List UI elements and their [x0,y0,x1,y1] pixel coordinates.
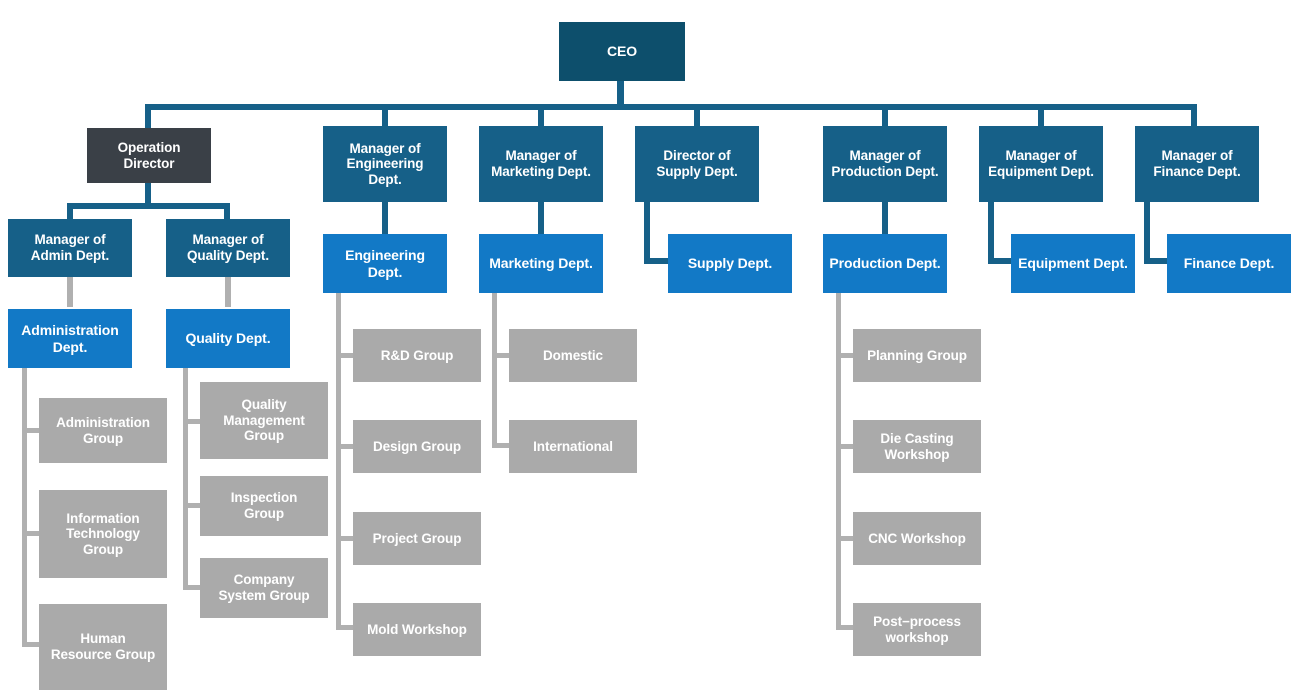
node-group-design[interactable]: Design Group [353,420,481,473]
connector-production-stub-4 [836,625,855,630]
node-dept-engineering[interactable]: Engineering Dept. [323,234,447,293]
node-group-planning[interactable]: Planning Group [853,329,981,382]
node-dept-administration[interactable]: Administration Dept. [8,309,132,368]
connector-quality-stub-3 [183,585,202,590]
node-manager-quality[interactable]: Manager of Quality Dept. [166,219,290,277]
node-dept-supply[interactable]: Supply Dept. [668,234,792,293]
node-manager-equipment[interactable]: Manager of Equipment Dept. [979,126,1103,202]
node-group-mold-workshop[interactable]: Mold Workshop [353,603,481,656]
connector-engineering-stub-2 [336,444,355,449]
connector-finance-elbow-vertical [1144,202,1150,264]
connector-administration-stub-2 [22,531,41,536]
connector-quality-stub-1 [183,419,202,424]
connector-finance-elbow-horizontal [1144,258,1172,264]
connector-ceo-stem [617,80,624,106]
connector-bus-drop-production [882,104,888,126]
node-dept-marketing[interactable]: Marketing Dept. [479,234,603,293]
connector-engineering-to-dept [382,202,388,234]
connector-equipment-elbow-vertical [988,202,994,264]
connector-quality-stub-2 [183,503,202,508]
connector-supply-elbow-vertical [644,202,650,264]
connector-administration-stub-1 [22,428,41,433]
node-dept-equipment[interactable]: Equipment Dept. [1011,234,1135,293]
node-ceo[interactable]: CEO [559,22,685,81]
node-director-supply[interactable]: Director of Supply Dept. [635,126,759,202]
connector-operation-bus [67,203,230,209]
node-manager-admin[interactable]: Manager of Admin Dept. [8,219,132,277]
connector-quality-to-dept [225,277,231,307]
node-group-human-resource[interactable]: Human Resource Group [39,604,167,690]
connector-engineering-stub-3 [336,536,355,541]
connector-production-stub-2 [836,444,855,449]
node-dept-finance[interactable]: Finance Dept. [1167,234,1291,293]
node-group-information-technology[interactable]: Information Technology Group [39,490,167,578]
connector-top-bus [145,104,1197,110]
node-group-project[interactable]: Project Group [353,512,481,565]
node-group-die-casting-workshop[interactable]: Die Casting Workshop [853,420,981,473]
connector-operation-stem [145,183,151,204]
connector-marketing-stub-2 [492,443,511,448]
node-group-inspection[interactable]: Inspection Group [200,476,328,536]
connector-marketing-spine [492,293,497,448]
connector-bus-drop-finance [1191,104,1197,126]
node-group-company-system[interactable]: Company System Group [200,558,328,618]
node-group-post-process-workshop[interactable]: Post−process workshop [853,603,981,656]
node-dept-quality[interactable]: Quality Dept. [166,309,290,368]
connector-bus-drop-marketing [538,104,544,126]
connector-administration-stub-3 [22,642,41,647]
connector-marketing-stub-1 [492,353,511,358]
node-manager-production[interactable]: Manager of Production Dept. [823,126,947,202]
node-manager-engineering[interactable]: Manager of Engineering Dept. [323,126,447,202]
connector-administration-spine [22,368,27,647]
connector-engineering-stub-1 [336,353,355,358]
node-group-international[interactable]: International [509,420,637,473]
connector-supply-elbow-horizontal [644,258,672,264]
node-group-domestic[interactable]: Domestic [509,329,637,382]
connector-bus-drop-engineering [382,104,388,126]
connector-operation-drop-quality [224,203,230,220]
connector-engineering-stub-4 [336,625,355,630]
connector-production-stub-1 [836,353,855,358]
node-group-rd[interactable]: R&D Group [353,329,481,382]
node-manager-finance[interactable]: Manager of Finance Dept. [1135,126,1259,202]
connector-equipment-elbow-horizontal [988,258,1016,264]
node-group-quality-management[interactable]: Quality Management Group [200,382,328,459]
connector-marketing-to-dept [538,202,544,234]
connector-quality-spine [183,368,188,590]
node-dept-production[interactable]: Production Dept. [823,234,947,293]
node-manager-marketing[interactable]: Manager of Marketing Dept. [479,126,603,202]
node-group-cnc-workshop[interactable]: CNC Workshop [853,512,981,565]
connector-production-spine [836,293,841,630]
connector-production-to-dept [882,202,888,234]
connector-admin-to-dept [67,277,73,307]
node-operation-director[interactable]: Operation Director [87,128,211,183]
connector-production-stub-3 [836,536,855,541]
connector-bus-drop-operation [145,104,151,128]
connector-bus-drop-supply [694,104,700,126]
connector-engineering-spine [336,293,341,630]
connector-operation-drop-admin [67,203,73,220]
connector-bus-drop-equipment [1038,104,1044,126]
node-group-administration[interactable]: Administration Group [39,398,167,463]
